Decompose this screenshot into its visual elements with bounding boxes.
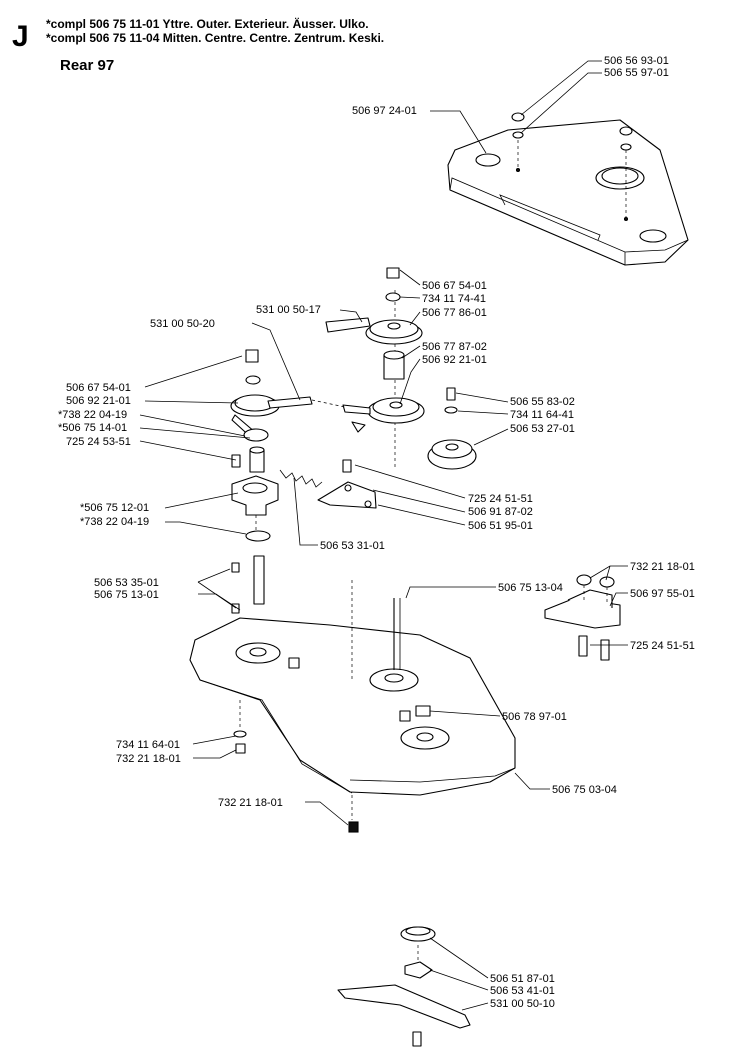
callout-label: 506 92 21-01 bbox=[66, 395, 131, 407]
callout-label: 531 00 50-10 bbox=[490, 998, 555, 1010]
callout-label: 734 11 74-41 bbox=[422, 293, 486, 305]
callout-label: *506 75 14-01 bbox=[58, 422, 127, 434]
callout-label: 506 75 13-01 bbox=[94, 589, 159, 601]
callout-label: 506 51 87-01 bbox=[490, 973, 555, 985]
callout-label: *738 22 04-19 bbox=[58, 409, 127, 421]
callout-label: 725 24 51-51 bbox=[468, 493, 533, 505]
callout-labels: 506 56 93-01 506 55 97-01 506 97 24-01 5… bbox=[58, 55, 695, 1010]
drive-pulleys-belt bbox=[230, 267, 477, 614]
callout-label: 531 00 50-17 bbox=[256, 304, 321, 316]
leader-lines bbox=[139, 60, 628, 1011]
callout-label: 734 11 64-01 bbox=[116, 739, 180, 751]
callout-label: 506 91 87-02 bbox=[468, 506, 533, 518]
callout-label: 732 21 18-01 bbox=[630, 561, 695, 573]
callout-label: 506 53 31-01 bbox=[320, 540, 385, 552]
callout-label: 506 53 41-01 bbox=[490, 985, 555, 997]
callout-label: 506 53 27-01 bbox=[510, 423, 575, 435]
callout-label: 506 51 95-01 bbox=[468, 520, 533, 532]
callout-label: 506 56 93-01 bbox=[604, 55, 669, 67]
callout-label: *506 75 12-01 bbox=[80, 502, 149, 514]
callout-label: 506 53 35-01 bbox=[94, 577, 159, 589]
callout-label: 506 67 54-01 bbox=[66, 382, 131, 394]
callout-label: 506 77 86-01 bbox=[422, 307, 487, 319]
top-cover-plate bbox=[447, 112, 689, 266]
header-line-outer: *compl 506 75 11-01 Yttre. Outer. Exteri… bbox=[46, 17, 369, 31]
callout-label: 506 97 55-01 bbox=[630, 588, 695, 600]
callout-label: 506 55 97-01 bbox=[604, 67, 669, 79]
mower-deck bbox=[189, 580, 516, 833]
callout-label: 506 78 97-01 bbox=[502, 711, 567, 723]
callout-label: 506 55 83-02 bbox=[510, 396, 575, 408]
callout-label: 531 00 50-20 bbox=[150, 318, 215, 330]
header-line-centre: *compl 506 75 11-04 Mitten. Centre. Cent… bbox=[46, 31, 385, 45]
callout-label: 506 92 21-01 bbox=[422, 354, 487, 366]
callout-label: 506 97 24-01 bbox=[352, 105, 417, 117]
subtitle: Rear 97 bbox=[60, 57, 115, 74]
callout-label: 725 24 53-51 bbox=[66, 436, 131, 448]
callout-label: *738 22 04-19 bbox=[80, 516, 149, 528]
callout-label: 506 67 54-01 bbox=[422, 280, 487, 292]
callout-label: 506 77 87-02 bbox=[422, 341, 487, 353]
section-letter: J bbox=[12, 20, 29, 53]
callout-label: 506 75 13-04 bbox=[498, 582, 563, 594]
blade-assembly bbox=[337, 926, 471, 1047]
callout-label: 725 24 51-51 bbox=[630, 640, 695, 652]
callout-label: 734 11 64-41 bbox=[510, 409, 574, 421]
callout-label: 732 21 18-01 bbox=[218, 797, 283, 809]
callout-label: 732 21 18-01 bbox=[116, 753, 181, 765]
side-bracket bbox=[544, 574, 621, 661]
callout-label: 506 75 03-04 bbox=[552, 784, 617, 796]
